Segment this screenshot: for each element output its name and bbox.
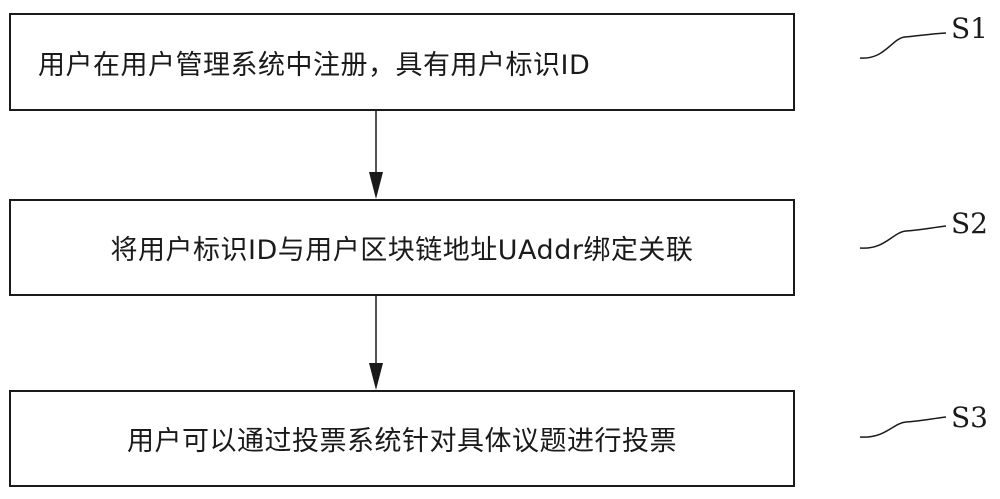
step-box-s2: 将用户标识ID与用户区块链地址UAddr绑定关联 xyxy=(9,199,795,296)
step-text-s1: 用户在用户管理系统中注册，具有用户标识ID xyxy=(38,49,591,81)
arrowhead-1-2 xyxy=(369,172,383,199)
leader-line-s3 xyxy=(859,416,947,438)
step-label-s3: S3 xyxy=(951,401,988,434)
step-label-s1: S1 xyxy=(951,12,988,45)
leader-line-s1 xyxy=(859,32,947,59)
leader-line-s2 xyxy=(859,225,947,249)
arrowhead-2-3 xyxy=(369,363,383,390)
step-text-s3: 用户可以通过投票系统针对具体议题进行投票 xyxy=(127,426,677,457)
step-label-s2: S2 xyxy=(951,207,988,240)
step-text-s2: 将用户标识ID与用户区块链地址UAddr绑定关联 xyxy=(110,235,694,266)
step-box-s1: 用户在用户管理系统中注册，具有用户标识ID xyxy=(9,13,795,111)
step-box-s3: 用户可以通过投票系统针对具体议题进行投票 xyxy=(9,390,795,487)
